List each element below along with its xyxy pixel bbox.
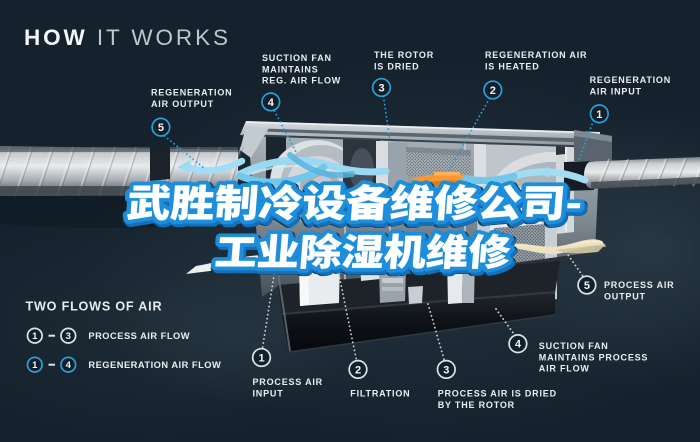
svg-text:3: 3: [378, 82, 384, 94]
svg-text:4: 4: [66, 360, 72, 371]
svg-text:1: 1: [32, 331, 38, 342]
svg-text:FILTRATION: FILTRATION: [350, 389, 410, 399]
svg-text:3: 3: [443, 364, 449, 376]
svg-text:HOW IT WORKS: HOW IT WORKS: [24, 25, 231, 50]
svg-text:4: 4: [268, 97, 275, 109]
svg-text:5: 5: [584, 280, 590, 292]
svg-text:REGENERATION AIR FLOW: REGENERATION AIR FLOW: [88, 360, 221, 370]
svg-text:4: 4: [515, 339, 522, 351]
svg-text:2: 2: [490, 85, 496, 97]
svg-text:2: 2: [355, 364, 361, 376]
svg-text:3: 3: [66, 331, 71, 342]
svg-text:PROCESS AIR FLOW: PROCESS AIR FLOW: [88, 331, 190, 341]
svg-text:1: 1: [258, 352, 264, 364]
svg-text:TWO FLOWS OF AIR: TWO FLOWS OF AIR: [26, 300, 163, 314]
svg-text:1: 1: [596, 109, 602, 121]
svg-text:1: 1: [32, 360, 38, 371]
svg-text:5: 5: [158, 122, 164, 134]
